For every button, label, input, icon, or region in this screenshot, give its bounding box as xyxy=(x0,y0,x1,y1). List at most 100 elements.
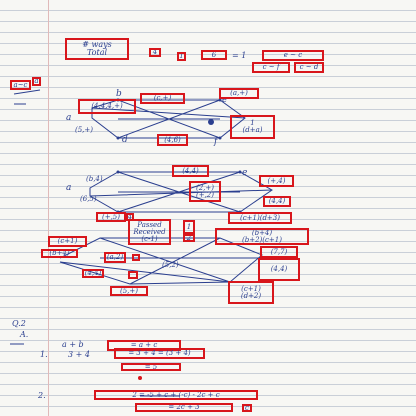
g3-n12: (5,+) xyxy=(119,286,138,295)
eq1-box-g: c ~ d xyxy=(294,62,324,73)
sol-num-1: 1. xyxy=(40,350,48,359)
sol-l9: = 2c + 3 xyxy=(168,403,200,411)
g3-box-n: (b+4) (b+2)(c+1) xyxy=(215,228,309,245)
eq1-e: e ~ c xyxy=(283,51,303,59)
margin-box-b: a xyxy=(32,77,41,86)
sol-dot xyxy=(138,376,142,380)
g3-box-n12: (5,+) xyxy=(110,286,148,296)
eq1-c: 6 xyxy=(211,50,217,59)
g2-box-5: (+,5) xyxy=(96,212,126,222)
g2-box-4: (4,4) xyxy=(263,196,291,207)
g3-box-m3: 2 xyxy=(183,234,195,242)
g3-n2: (b+4) xyxy=(251,228,273,237)
g3-m2: 1 xyxy=(186,222,192,231)
answer-label: A. xyxy=(20,330,29,339)
received-label: Received xyxy=(133,227,166,236)
sol-l2: = a + c xyxy=(130,341,158,349)
g1-p6: (4,6) xyxy=(164,135,181,144)
g1-node-e: e xyxy=(222,95,228,105)
eq1-g: c ~ d xyxy=(299,63,319,71)
g3-n3: (b+2)(c+1) xyxy=(242,235,282,244)
sol-num-2: 2. xyxy=(38,391,46,400)
g1-p7: (d+a) xyxy=(242,126,263,134)
question-label: Q.2 xyxy=(12,319,26,328)
g3-n11: (7,7) xyxy=(270,247,288,256)
eq1-box-a: 4 xyxy=(149,48,161,57)
g3-box-n7: (4,4) xyxy=(258,258,300,281)
g2-p7: (+,2) xyxy=(195,190,214,199)
g2-p11: 4 xyxy=(127,213,133,221)
g1-node-a: a xyxy=(66,113,72,123)
g3-n4: (b+4) xyxy=(49,249,70,257)
total-label: Total xyxy=(86,48,108,57)
g1-p8: 1 xyxy=(250,119,255,127)
g2-p9: (4,4) xyxy=(268,197,286,205)
g2-p1: (b,4) xyxy=(86,175,103,183)
g2-p3: (6,5) xyxy=(80,195,97,203)
g1-node-f: f xyxy=(214,137,218,147)
g3-n7: (4,4) xyxy=(270,265,288,273)
g2-node-e: e xyxy=(242,168,248,178)
g1-box-3: (4,4,4,+) xyxy=(78,99,136,114)
g2-p6: (2,+) xyxy=(195,183,214,192)
passed-received-box: Passed Received (c-1) xyxy=(128,219,171,245)
sol-box-1: = a + c xyxy=(107,340,181,351)
g1-p2: (a,+) xyxy=(230,89,248,97)
g3-n9: (d+2) xyxy=(240,291,262,300)
g2-p10: (c+1)(d+3) xyxy=(240,213,280,222)
eq1-box-e: e ~ c xyxy=(262,50,324,61)
g3-n1: (c+1) xyxy=(57,237,78,245)
g3-box-n1: (c+1) xyxy=(48,236,87,247)
g3-box-m1: (a,2) xyxy=(104,252,126,263)
sol-line-1: a + b xyxy=(62,340,84,349)
eq1-box-c: 6 xyxy=(201,50,227,60)
g1-p1: (c,+) xyxy=(153,94,172,102)
sol-box-4: 2 = -5 + c + (-c) - 2c + c xyxy=(94,390,258,400)
eq1-box-b: 1 xyxy=(177,52,186,61)
eq1-b: 1 xyxy=(179,52,184,60)
eq1-box-f: c ~ f xyxy=(252,62,290,73)
margin-b: a xyxy=(34,77,39,85)
sol-l8: 2 = -5 + c + (-c) - 2c + c xyxy=(132,390,220,399)
g1-box-1: (c,+) xyxy=(140,93,185,104)
passed-label: Passed xyxy=(137,220,162,229)
g2-p8: (+,4) xyxy=(267,176,286,185)
g3-box-dot xyxy=(132,254,140,261)
g2-p2: (4,4) xyxy=(182,166,199,175)
g3-box-n11: (7,7) xyxy=(260,246,298,258)
g2-box-2: (2,+) (+,2) xyxy=(189,181,221,202)
sol-line-4: 3 + 4 xyxy=(68,350,90,359)
g1-box-6: (4,6) xyxy=(157,134,188,146)
eq1-equals: = 1 xyxy=(232,51,247,60)
g3-n10: (5,2) xyxy=(162,261,179,269)
g1-p3: (4,4,4,+) xyxy=(91,102,123,110)
g2-box-3: (+,4) xyxy=(259,175,294,187)
g3-m3: 2 xyxy=(186,234,192,242)
g1-box-2: (a,+) xyxy=(219,88,259,99)
g3-box-n4: (b+4) xyxy=(41,249,78,258)
g3-box-small xyxy=(128,271,138,279)
g1-box-7: 1 (d+a) xyxy=(230,115,275,139)
eq1-f: c ~ f xyxy=(262,63,280,71)
g2-box-1: (4,4) xyxy=(172,165,209,177)
g3-box-m2: 1 xyxy=(183,220,195,234)
margin-line xyxy=(48,0,49,416)
sol-l5: = 3 + 4 = (3 + 4) xyxy=(128,349,191,357)
eq1-a: 4 xyxy=(152,48,158,56)
sol-box-2: = 3 + 4 = (3 + 4) xyxy=(114,348,205,359)
ways-total-box: # ways Total xyxy=(65,38,129,60)
margin-box-a: a~c xyxy=(10,80,31,90)
g3-box-n5: (4,4) xyxy=(82,269,104,278)
sol-box-3: = 5 xyxy=(121,363,181,371)
g3-n5: (4,4) xyxy=(84,269,102,277)
g2-box-7: (c+1)(d+3) xyxy=(228,212,292,224)
ways-label: # ways xyxy=(82,40,112,49)
margin-a: a~c xyxy=(13,80,28,89)
g1-node-d: d xyxy=(122,135,128,145)
g2-p5: (+,5) xyxy=(101,212,120,221)
g1-p4: (5,+) xyxy=(75,126,94,134)
sol-box-5: = 2c + 3 xyxy=(135,403,233,412)
g3-m1: (a,2) xyxy=(106,253,124,261)
